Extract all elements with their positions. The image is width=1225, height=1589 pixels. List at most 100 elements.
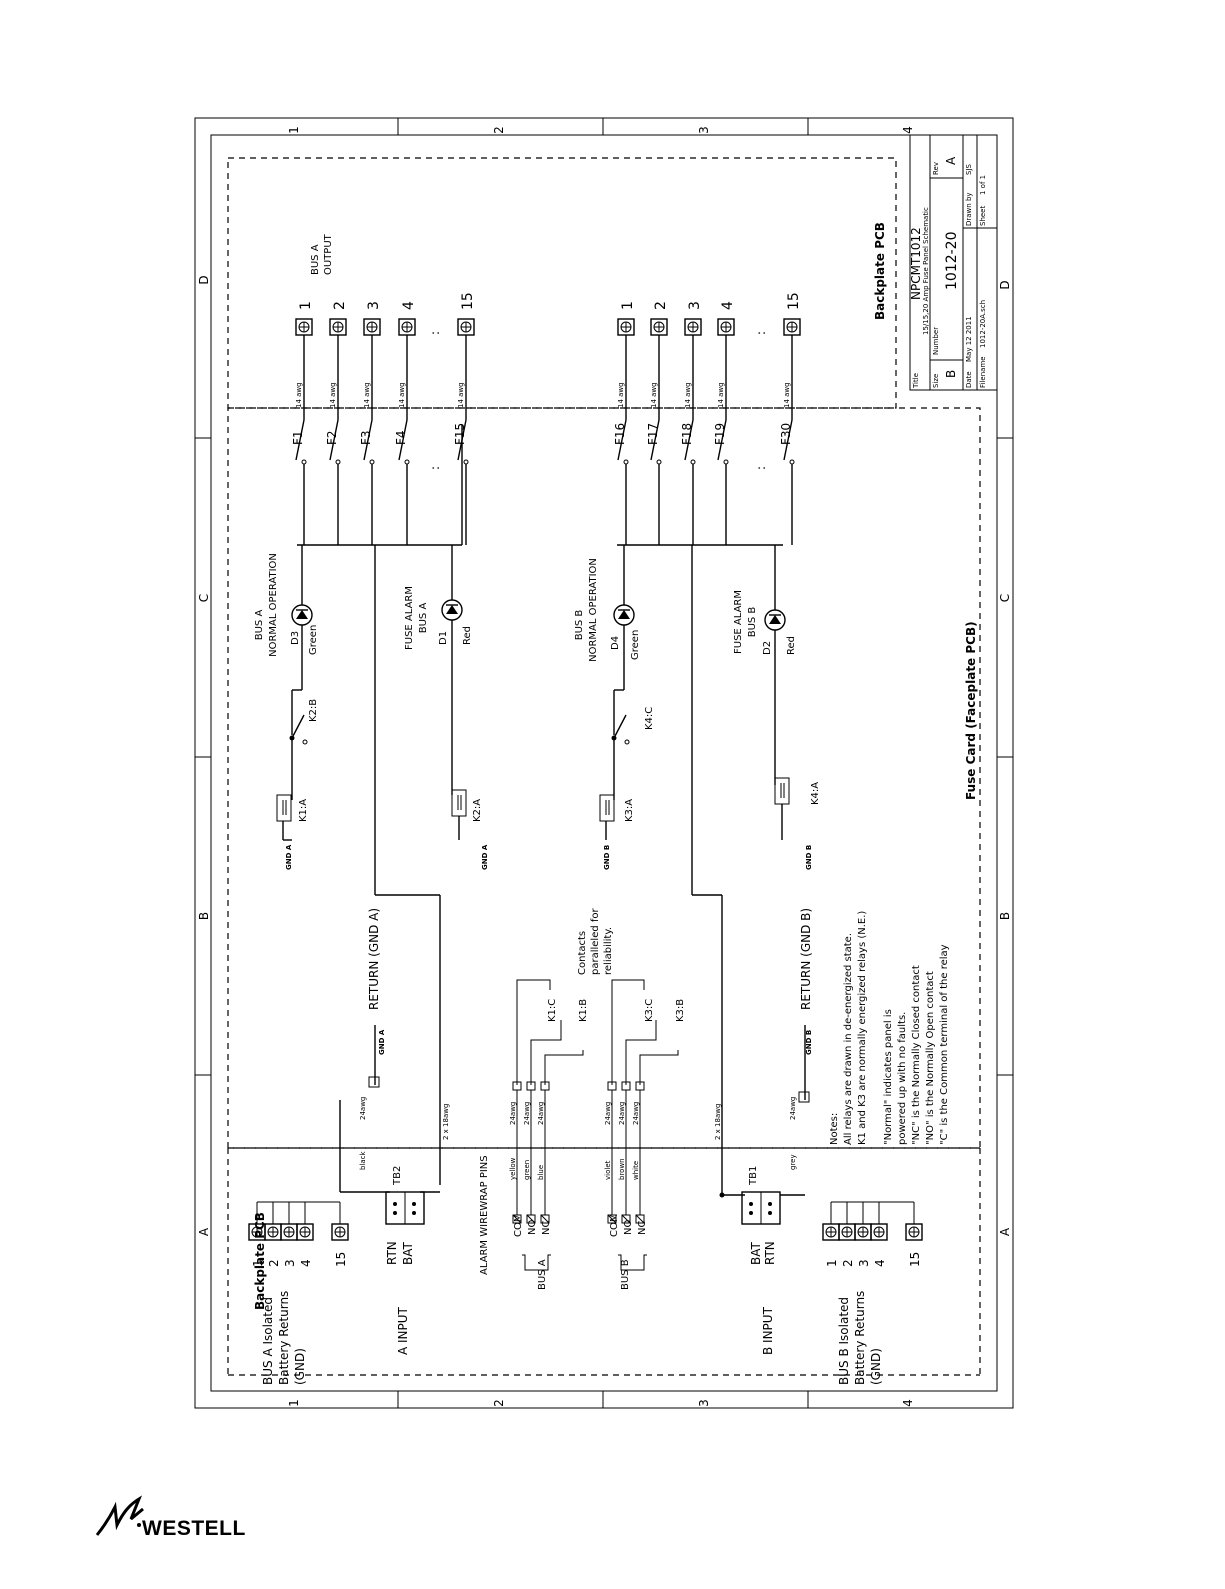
zone-col-4-top: 4 — [901, 126, 915, 134]
bus-b-fuse-switch — [617, 419, 627, 461]
tb-drawn-label: Drawn by — [965, 192, 973, 226]
bus-b-wire-gauge: 14 awg — [783, 382, 791, 408]
bus-b-ellipsis: : — [754, 331, 768, 335]
bus-a-wire-gauge: 14 awg — [363, 382, 371, 408]
bus-b-alarm-led: FUSE ALARM BUS B D2 Red — [733, 545, 797, 785]
bus-b-fuse-bus — [617, 544, 783, 1195]
bus-b-return-label: RETURN (GND B) — [799, 908, 813, 1010]
bus-a-wire-gauge: 14 awg — [398, 382, 406, 408]
relay-k3b-label: K3:B — [675, 999, 686, 1022]
bus-b-output-number: 2 — [653, 301, 669, 310]
bus-a-alarm-subtitle: BUS A — [418, 603, 429, 634]
tb1-bat: BAT — [749, 1241, 763, 1265]
bus-b-output-terminal — [783, 318, 801, 336]
title-block: Title NPCMT1012 15/15,20 Amp Fuse Panel … — [909, 134, 998, 391]
bus-a-wire-gauge: 14 awg — [295, 382, 303, 408]
bus-b-wire-gauge: 14 awg — [617, 382, 625, 408]
bus-b-output-number: 3 — [687, 301, 703, 310]
relay-k2b: K2:B K1:A GND A K2:A GND A — [276, 689, 489, 870]
zone-row-a-left: A — [197, 1227, 211, 1236]
alarm-wire-gauge: 24awg — [509, 1102, 517, 1125]
inner-frame — [210, 134, 998, 1392]
bus-b-normal-title: BUS B — [574, 610, 585, 641]
bus-a-alarm-title: FUSE ALARM — [404, 586, 415, 650]
bus-a-fuse-label: F1 — [291, 430, 305, 445]
alarm-wire-rows: yellow24awggreen24awgblue24awgviolet24aw… — [509, 1081, 645, 1224]
led-d3-ref: D3 — [290, 631, 301, 645]
tb-date-label: Date — [965, 371, 973, 388]
bus-b-fuse-label: F17 — [646, 423, 660, 445]
relay-k3a-label: K3:A — [624, 799, 635, 822]
relay-k2a-label: K2:A — [472, 799, 483, 822]
backplate-top-label: Backplate PCB — [873, 222, 887, 320]
backplate-top-region — [227, 157, 897, 409]
tb-file-label: Filename — [979, 356, 987, 388]
tb-drawn: SJS — [965, 163, 973, 175]
alarm-nc-b: NC — [637, 1221, 648, 1235]
bus-a-normal-subtitle: NORMAL OPERATION — [268, 553, 279, 657]
tb2-rtn: RTN — [385, 1241, 399, 1265]
bus-a-return-number: 1 — [251, 1259, 265, 1267]
bus-b-return-number: 1 — [825, 1259, 839, 1267]
bus-b-return-number: 15 — [908, 1252, 922, 1267]
zone-ticks — [195, 118, 1013, 1408]
outer-frame — [194, 117, 1014, 1409]
alarm-wire-gauge: 24awg — [618, 1102, 626, 1125]
bus-a-ellipsis: : — [428, 331, 442, 335]
fuse-card-label: Fuse Card (Faceplate PCB) — [964, 621, 978, 800]
alarm-nc-a: NC — [541, 1221, 552, 1235]
bus-a-fuse-switch — [363, 419, 373, 461]
bus-a-output-terminal — [329, 318, 347, 336]
bus-b-wire-gauge: 14 awg — [717, 382, 725, 408]
bus-a-output-section: BUS A OUTPUT — [310, 233, 334, 275]
tb2-bat: BAT — [401, 1241, 415, 1265]
bus-b-output-number: 15 — [786, 292, 802, 310]
bus-a-output-number: 4 — [401, 301, 417, 310]
led-d2-color: Red — [786, 636, 797, 655]
bus-a-output-number: 1 — [298, 301, 314, 310]
tb-size-label: Size — [932, 374, 940, 388]
tb2: TB2 RTN BAT A INPUT — [339, 1100, 440, 1355]
relay-k3: K3:C K3:B — [611, 979, 686, 1085]
led-d4-color: Green — [630, 630, 641, 660]
alarm-wire-gauge: 24awg — [537, 1102, 545, 1125]
bus-a-wire-gauge: 14 awg — [329, 382, 337, 408]
bus-a-fuse-switch — [398, 419, 408, 461]
bus-a-output-subtitle: OUTPUT — [323, 233, 334, 275]
notes-block: Notes: All relays are drawn in de-energi… — [829, 908, 950, 1146]
tb-date: May 12 2011 — [965, 316, 973, 362]
tb-subtitle: 15/15,20 Amp Fuse Panel Schematic — [922, 207, 930, 335]
alarm-no-b: NO — [623, 1220, 634, 1235]
bus-a-fuse-switch — [295, 419, 305, 461]
wire-grey-awg: 24awg — [789, 1097, 797, 1120]
tb-file: 1012-20A.sch — [979, 300, 987, 348]
tb-rev: A — [944, 156, 958, 165]
wire-black-awg: 24awg — [359, 1097, 367, 1120]
zone-col-4-bottom: 4 — [901, 1399, 915, 1407]
relay-k4c-label: K4:C — [644, 707, 655, 730]
led-d4-ref: D4 — [610, 636, 621, 650]
bus-b-fuse-switch — [650, 419, 660, 461]
tb1-label: TB1 — [748, 1166, 759, 1186]
bus-a-fuse-label: F4 — [394, 430, 408, 445]
zone-row-d-right: D — [998, 280, 1012, 289]
zone-row-a-right: A — [998, 1227, 1012, 1236]
tb1-rtn: RTN — [763, 1241, 777, 1265]
tb-size: B — [944, 370, 958, 378]
alarm-wire-color: white — [632, 1161, 640, 1180]
alarm-wire-color: yellow — [509, 1157, 517, 1180]
wire-grey: grey — [789, 1154, 797, 1170]
relay-k1a-label: K1:A — [298, 799, 309, 822]
bus-b-return: RETURN (GND B) GND B — [798, 908, 813, 1103]
bus-b-fuse-switch — [684, 419, 694, 461]
led-d2-ref: D2 — [762, 641, 773, 655]
bus-b-return-number: 2 — [841, 1259, 855, 1267]
gnd-a-1: GND A — [285, 844, 293, 870]
gnd-b-1: GND B — [603, 845, 611, 870]
bus-a-output-number: 2 — [332, 301, 348, 310]
zone-row-c-left: C — [197, 594, 211, 602]
